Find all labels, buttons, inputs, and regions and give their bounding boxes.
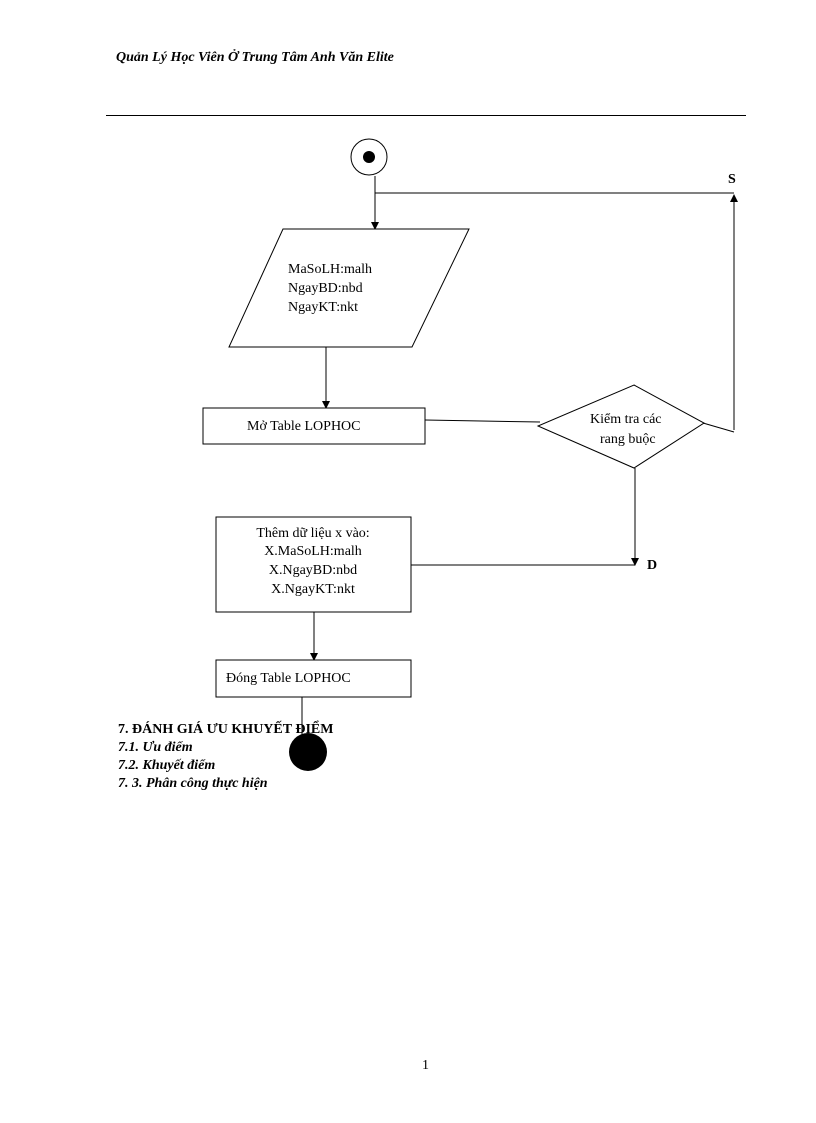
decision-line-2: rang buộc bbox=[600, 432, 656, 447]
input-parallelogram: MaSoLH:malh NgayBD:nbd NgayKT:nkt bbox=[228, 228, 470, 348]
section-item-1: 7.1. Ưu điểm bbox=[118, 740, 193, 755]
decision-diamond: Kiểm tra các rang buộc bbox=[536, 384, 705, 469]
insert-line-1: Thêm dữ liệu x vào: bbox=[256, 526, 369, 541]
insert-line-3: X.NgayBD:nbd bbox=[269, 563, 357, 578]
input-line-2: NgayBD:nbd bbox=[288, 281, 363, 296]
start-node bbox=[350, 138, 388, 176]
close-table-label: Đóng Table LOPHOC bbox=[226, 671, 351, 686]
close-table-box: Đóng Table LOPHOC bbox=[215, 659, 412, 698]
connector-decision-false bbox=[702, 422, 735, 433]
section-item-2: 7.2. Khuyết điểm bbox=[118, 758, 216, 773]
open-table-box: Mở Table LOPHOC bbox=[202, 407, 426, 445]
open-table-label: Mở Table LOPHOC bbox=[247, 419, 361, 434]
input-line-3: NgayKT:nkt bbox=[288, 300, 358, 315]
insert-line-2: X.MaSoLH:malh bbox=[264, 544, 362, 559]
connector-open-to-decision bbox=[424, 419, 541, 423]
decision-line-1: Kiểm tra các bbox=[590, 412, 662, 427]
document-header-title: Quản Lý Học Viên Ở Trung Tâm Anh Văn Eli… bbox=[116, 50, 394, 65]
insert-data-box: Thêm dữ liệu x vào: X.MaSoLH:malh X.Ngay… bbox=[215, 516, 412, 613]
end-node bbox=[289, 733, 327, 771]
sections-block: 7. ĐÁNH GIÁ ƯU KHUYẾT ĐIỂM 7.1. Ưu điểm … bbox=[118, 721, 333, 793]
section-heading: 7. ĐÁNH GIÁ ƯU KHUYẾT ĐIỂM bbox=[118, 722, 334, 737]
page-number: 1 bbox=[422, 1058, 429, 1073]
branch-label-false: S bbox=[728, 172, 736, 187]
header-divider bbox=[106, 115, 746, 116]
section-item-3: 7. 3. Phân công thực hiện bbox=[118, 776, 268, 791]
branch-label-true: D bbox=[647, 558, 657, 573]
input-line-1: MaSoLH:malh bbox=[288, 262, 372, 277]
insert-line-4: X.NgayKT:nkt bbox=[271, 582, 355, 597]
